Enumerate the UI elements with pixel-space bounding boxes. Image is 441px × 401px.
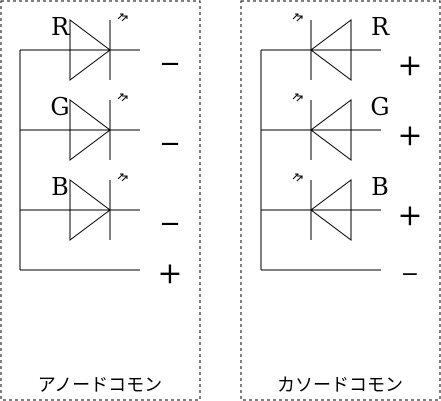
color-label: B	[51, 173, 69, 201]
color-label: R	[371, 13, 390, 41]
led-diode-symbol	[310, 99, 352, 161]
color-label: G	[370, 93, 389, 121]
led-row-r: R +	[261, 13, 423, 83]
light-emission-icon	[292, 173, 299, 180]
led-diode-symbol	[69, 19, 111, 81]
common-polarity-label: −	[401, 262, 419, 287]
panel-caption: アノードコモン	[38, 375, 162, 396]
polarity-label: −	[159, 129, 181, 159]
panel-border	[240, 0, 441, 401]
color-label: B	[371, 173, 389, 201]
panel-border	[0, 0, 201, 401]
cathode-common-panel: R + G + B + − カソードコモン	[240, 0, 441, 401]
color-label: R	[51, 13, 70, 41]
led-diode-symbol	[69, 179, 111, 241]
led-row-b: B +	[261, 173, 423, 241]
light-emission-icon	[117, 173, 124, 180]
led-diode-symbol	[310, 19, 352, 81]
polarity-label: +	[397, 198, 422, 233]
led-row-g: G −	[20, 93, 181, 161]
light-emission-icon	[117, 13, 124, 20]
polarity-label: +	[397, 118, 422, 153]
common-polarity-label: +	[157, 256, 182, 291]
polarity-label: +	[397, 48, 422, 83]
polarity-label: −	[159, 49, 181, 79]
panel-caption: カソードコモン	[277, 375, 403, 396]
light-emission-icon	[117, 93, 124, 100]
color-label: G	[50, 93, 69, 121]
led-row-b: B −	[20, 173, 181, 241]
anode-common-panel: R − G − B − + アノードコモン	[0, 0, 201, 401]
light-emission-icon	[292, 93, 299, 100]
led-diode-symbol	[310, 179, 352, 241]
light-emission-icon	[292, 13, 299, 20]
led-row-r: R −	[20, 13, 181, 81]
led-diode-symbol	[69, 99, 111, 161]
led-row-g: G +	[261, 93, 423, 161]
polarity-label: −	[159, 209, 181, 239]
